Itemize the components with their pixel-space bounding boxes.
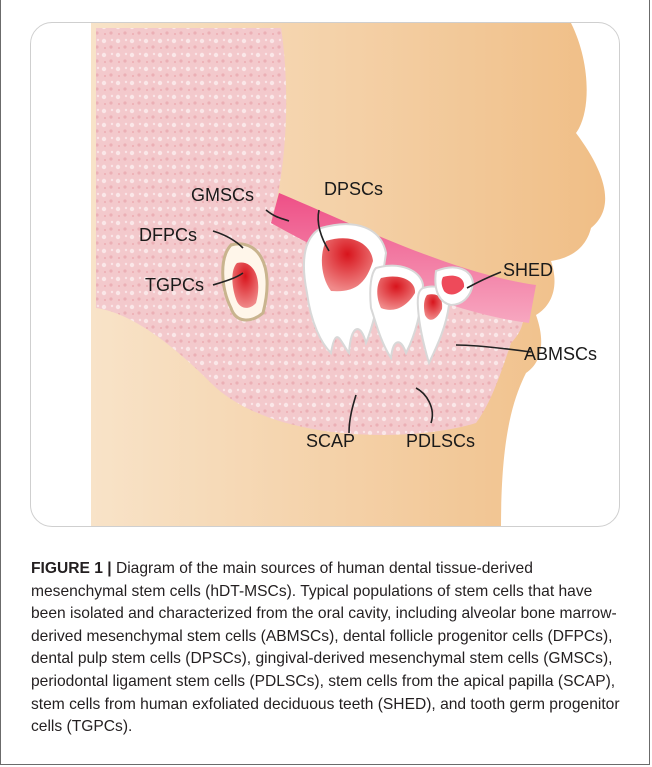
label-tgpcs: TGPCs [145, 275, 204, 295]
figure-caption: FIGURE 1 | Diagram of the main sources o… [31, 558, 631, 739]
label-pdlscs: PDLSCs [406, 431, 475, 451]
jaw-illustration: GMSCs DPSCs DFPCs TGPCs SHED ABMSCs SCAP… [31, 23, 620, 527]
label-abmscs: ABMSCs [524, 344, 597, 364]
label-dpscs: DPSCs [324, 179, 383, 199]
caption-text: Diagram of the main sources of human den… [31, 560, 620, 735]
figure-diagram: GMSCs DPSCs DFPCs TGPCs SHED ABMSCs SCAP… [30, 22, 620, 527]
label-scap: SCAP [306, 431, 355, 451]
label-dfpcs: DFPCs [139, 225, 197, 245]
label-shed: SHED [503, 260, 553, 280]
caption-label: FIGURE 1 | [31, 560, 112, 577]
label-gmscs: GMSCs [191, 185, 254, 205]
